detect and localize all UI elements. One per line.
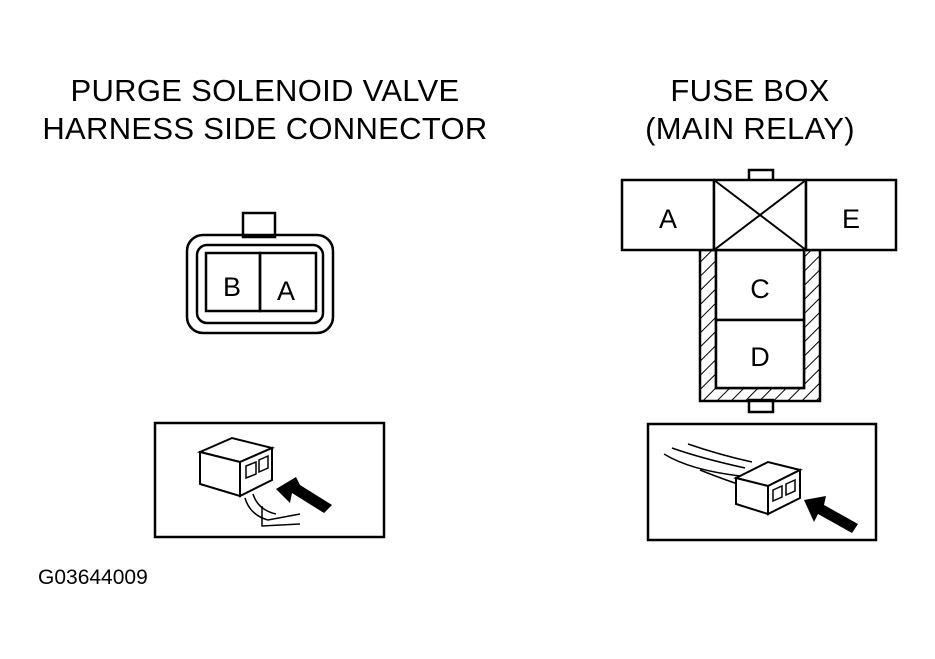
- terminal-cell-d: [714, 318, 806, 390]
- terminal-cell-a: [620, 178, 716, 252]
- purge-solenoid-title: PURGE SOLENOID VALVE HARNESS SIDE CONNEC…: [20, 72, 510, 148]
- connector-latch: [241, 211, 277, 239]
- terminal-a-label: A: [277, 276, 295, 306]
- terminal-a-label: A: [659, 204, 677, 234]
- fuse-box-relay: [620, 168, 898, 414]
- terminal-cell-c: [714, 248, 806, 322]
- terminal-b-label: B: [223, 272, 241, 302]
- connector-outer-housing: [185, 233, 335, 335]
- connector-inner-housing: [195, 243, 325, 325]
- fuse-box-title: FUSE BOX (MAIN RELAY): [610, 72, 890, 148]
- purge-solenoid-title-line2: HARNESS SIDE CONNECTOR: [42, 111, 488, 146]
- fuse-box-title-line2: (MAIN RELAY): [645, 111, 855, 146]
- terminal-cell-a: [258, 251, 318, 313]
- terminal-c-label: C: [750, 274, 770, 304]
- terminal-e-label: E: [842, 204, 860, 234]
- terminal-d-label: D: [750, 342, 770, 372]
- purge-solenoid-title-line1: PURGE SOLENOID VALVE: [70, 73, 460, 108]
- fuse-box-title-line1: FUSE BOX: [670, 73, 830, 108]
- purge-solenoid-view-inset: [153, 421, 386, 539]
- figure-id: G03644009: [38, 566, 148, 589]
- terminal-cell-e: [804, 178, 898, 252]
- view-arrow-icon: [804, 496, 858, 533]
- fuse-box-view-inset: [646, 422, 878, 542]
- purge-solenoid-connector: [185, 211, 335, 335]
- view-arrow-icon: [276, 477, 332, 513]
